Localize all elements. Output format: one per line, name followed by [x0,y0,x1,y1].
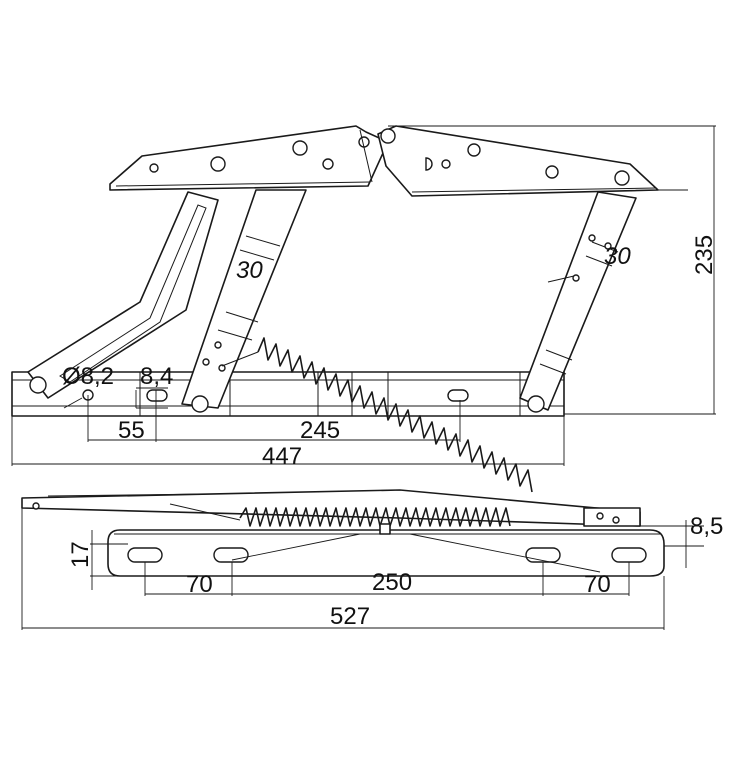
plate-right-d-hole [425,157,433,171]
base-rail [11,371,565,417]
rear-link [519,191,637,413]
base-slot-3 [525,547,561,563]
base-slot-4 [611,547,647,563]
rail-slot-left [146,389,168,402]
rear-link-hole-1 [588,234,596,242]
rear-link-pivot [527,395,545,413]
base-slot-2 [213,547,249,563]
top-plate-left [109,125,389,191]
folded-view-dimensions [21,508,704,630]
fold-hinge-hole-3 [32,502,40,510]
plate-right-hole-3 [467,143,481,157]
label-slot-17: 17 [67,541,94,568]
plate-left-hole-3 [292,140,308,156]
rear-link-hole-2 [572,274,580,282]
front-link [181,189,307,413]
label-pitch-70-right: 70 [584,571,611,598]
rail-slot-right [447,389,469,402]
label-angle-left: 30 [236,257,263,284]
label-thickness-85: 8,5 [690,513,723,540]
folded-spring [239,507,511,527]
plate-right-hole-4 [545,165,559,179]
plate-right-hole-2 [441,159,451,169]
label-hole-diameter: Ø8,2 [62,363,114,390]
plate-right-hole-5 [614,170,630,186]
label-offset-55: 55 [118,417,145,444]
arm-pivot-hole [29,376,47,394]
plate-left-hole-2 [210,156,226,172]
base-slot-1 [127,547,163,563]
label-slot-width: 8,4 [140,363,173,390]
front-link-hole-1 [214,341,222,349]
folded-base-plate [107,523,665,577]
label-angle-right: 30 [604,243,631,270]
label-span-250: 250 [372,569,412,596]
dimension-labels: Ø8,2 8,4 55 245 447 235 30 30 17 70 250 … [62,235,723,630]
plate-left-hole-1 [149,163,159,173]
tension-spring [221,275,575,493]
label-span-245: 245 [300,417,340,444]
front-link-hole-3 [218,364,226,372]
top-plate-right [377,125,688,197]
plate-right-hole-1 [380,128,396,144]
fold-hinge-hole-1 [596,512,604,520]
slotted-arm [27,191,219,399]
front-link-pivot [191,395,209,413]
label-length-447: 447 [262,443,302,470]
upper-folded-plate [21,489,641,527]
front-link-hole-2 [202,358,210,366]
fold-hinge-hole-2 [612,516,620,524]
label-pitch-70-left: 70 [186,571,213,598]
side-view-dimensions [11,125,716,466]
label-height-235: 235 [691,235,718,275]
label-length-527: 527 [330,603,370,630]
folded-view [21,489,704,630]
plate-left-hole-4 [322,158,334,170]
rear-link-hole-3 [604,242,612,250]
side-view [11,125,716,493]
